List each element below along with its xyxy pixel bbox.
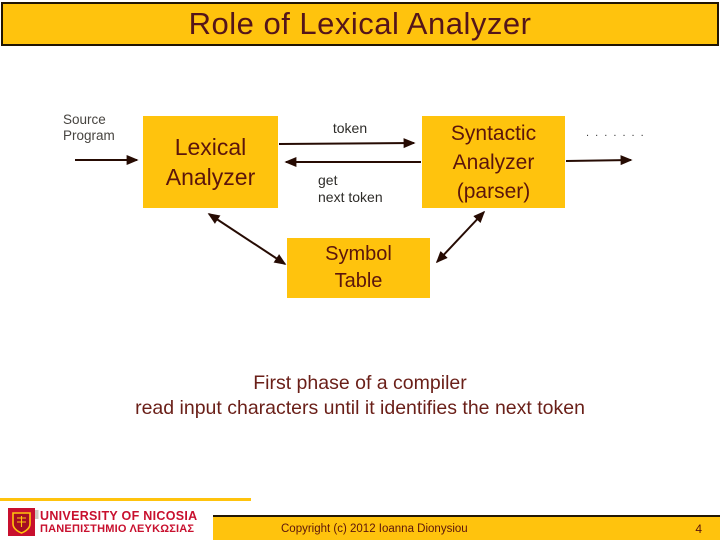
syntactic-analyzer-line2: Analyzer [452, 150, 535, 174]
university-crest-logo [8, 508, 39, 536]
lexical-analyzer-line1: Lexical [174, 134, 247, 160]
body-text-line1: First phase of a compiler [253, 372, 467, 394]
university-name-gr: ΠΑΝΕΠΙΣΤΗΜΙΟ ΛΕΥΚΩΣΙΑΣ [40, 523, 195, 535]
get-next-token-line2: next token [318, 189, 383, 205]
source-program-line2: Program [63, 128, 115, 143]
arrow-symbol-table-syntactic-bidirectional [435, 210, 486, 264]
symbol-table-box: Symbol Table [287, 238, 430, 298]
crest-torch-element [35, 510, 39, 519]
lexical-analyzer-line2: Analyzer [165, 164, 256, 190]
university-name-en: UNIVERSITY OF NICOSIA [40, 509, 198, 523]
page-number: 4 [695, 521, 702, 536]
page-title: Role of Lexical Analyzer [188, 6, 532, 41]
footer-bar: Copyright (c) 2012 Ioanna Dionysiou 4 [213, 515, 720, 540]
get-next-token-line1: get [318, 172, 338, 188]
slide-title-bar: Role of Lexical Analyzer [1, 2, 719, 46]
copyright-text: Copyright (c) 2012 Ioanna Dionysiou [281, 522, 468, 535]
syntactic-analyzer-line1: Syntactic [450, 121, 537, 145]
footer-accent-line [0, 498, 251, 501]
syntactic-analyzer-line3: (parser) [456, 179, 531, 203]
university-name: UNIVERSITY OF NICOSIA ΠΑΝΕΠΙΣΤΗΜΙΟ ΛΕΥΚΩ… [40, 509, 197, 536]
body-text-line2: read input characters until it identifie… [135, 397, 585, 419]
symbol-table-line2: Table [334, 270, 383, 292]
source-program-label: Source Program [63, 112, 115, 144]
ellipsis-dots-label: . . . . . . . [586, 127, 646, 139]
get-next-token-label: get next token [318, 172, 383, 206]
source-program-line1: Source [63, 112, 106, 127]
arrow-lexical-symbol-table-bidirectional [207, 213, 287, 265]
arrow-parser-output [565, 155, 633, 166]
crest-detail [17, 516, 26, 527]
lexical-analyzer-box: Lexical Analyzer [143, 116, 278, 208]
symbol-table-line1: Symbol [325, 243, 392, 265]
token-label: token [332, 120, 368, 136]
arrow-token-lexical-to-syntactic [278, 138, 416, 149]
syntactic-analyzer-box: Syntactic Analyzer (parser) [422, 116, 565, 208]
